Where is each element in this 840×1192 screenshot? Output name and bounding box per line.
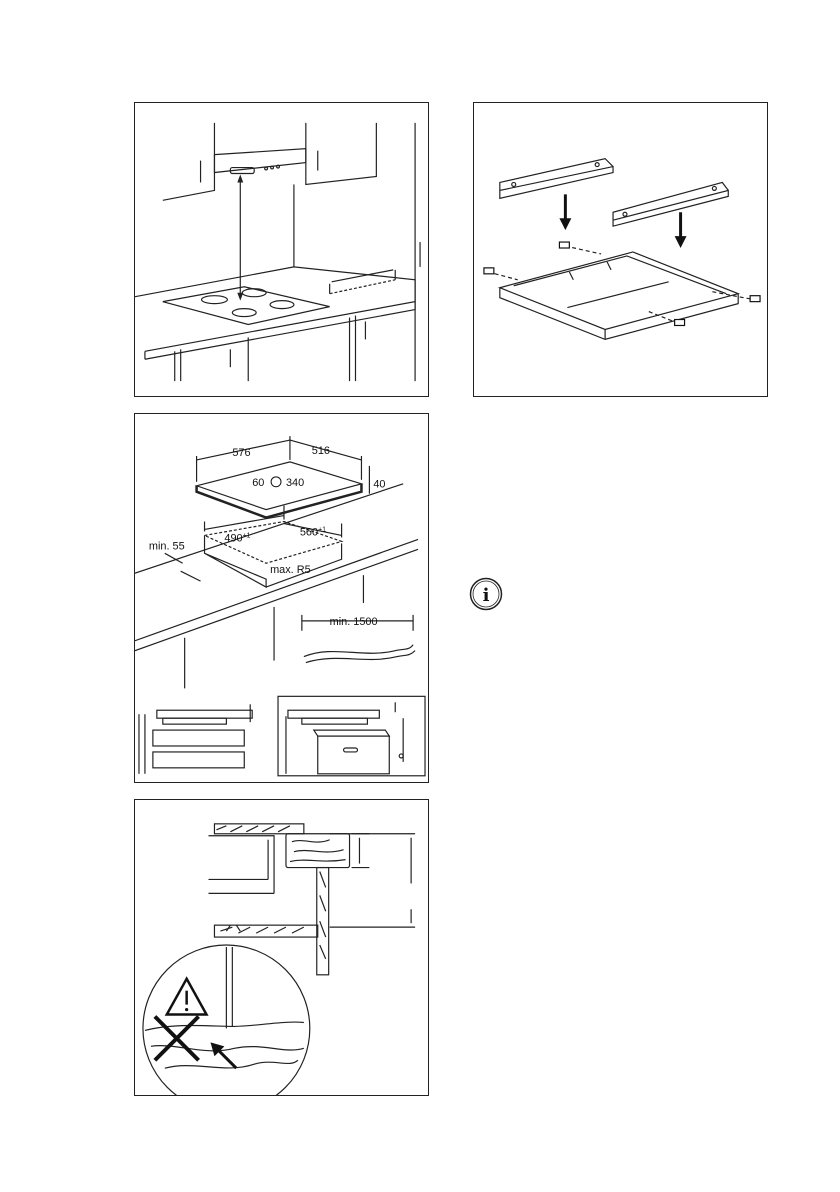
- frame-assembly-drawing: [474, 103, 767, 396]
- hood-distance-drawing: [135, 103, 428, 396]
- frame-assembly-figure: [473, 102, 768, 397]
- cutout-dimensions-figure: 576 516 60 340 40 490+1 560+1 min. 55 ma…: [134, 413, 429, 783]
- dim-radius: max. R5: [270, 564, 311, 576]
- info-icon: i: [469, 577, 503, 611]
- dim-cut-depth: 560+1: [300, 526, 326, 538]
- info-glyph: i: [483, 585, 490, 606]
- dim-cable-offset-b: 340: [286, 477, 304, 489]
- hood-distance-figure: [134, 102, 429, 397]
- dim-height: 40: [373, 479, 385, 491]
- dim-cable-min: min. 1500: [330, 616, 378, 628]
- dim-depth: 516: [312, 445, 330, 457]
- cutout-dimensions-drawing: 576 516 60 340 40 490+1 560+1 min. 55 ma…: [135, 414, 428, 782]
- dim-cable-offset-a: 60: [252, 477, 264, 489]
- dim-cut-width: 490+1: [224, 532, 250, 544]
- worktop-section-warning-figure: [134, 799, 429, 1096]
- dim-width: 576: [232, 447, 250, 459]
- worktop-section-drawing: [135, 800, 428, 1095]
- dim-edge-min: min. 55: [149, 540, 185, 552]
